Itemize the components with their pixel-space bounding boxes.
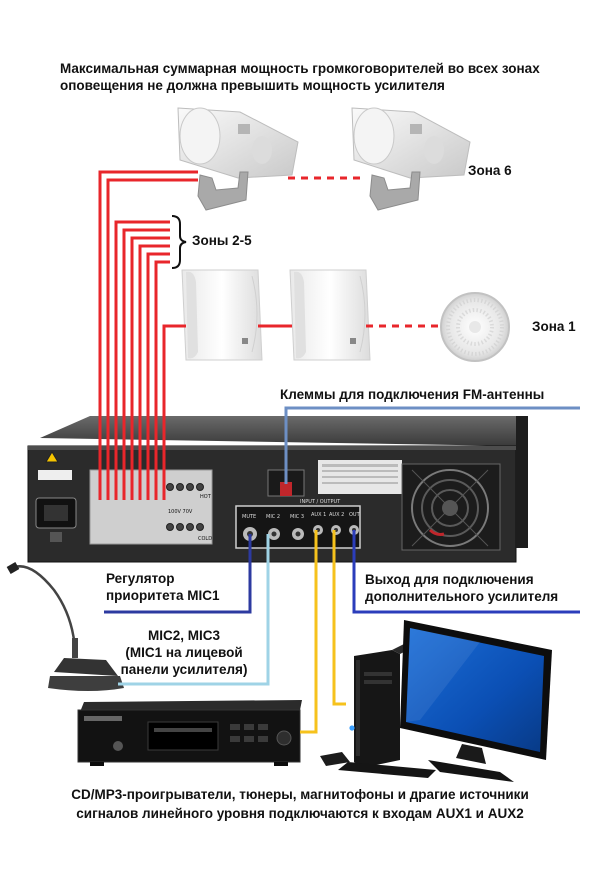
top-note: Максимальная суммарная мощность громкого…: [60, 60, 560, 94]
aux2-wire: [332, 530, 346, 706]
out-wire: [352, 530, 580, 614]
bottom-note: CD/MP3-проигрыватели, тюнеры, магнитофон…: [20, 785, 580, 823]
ceiling-speaker: [440, 292, 510, 362]
label-mute: MUTE: [242, 514, 256, 520]
priority-line2: приоритета MIC1: [106, 588, 220, 603]
mic23-line1: MIC2, MIC3: [147, 628, 220, 643]
mic-wire: [118, 534, 270, 686]
bottom-note-line2: сигналов линейного уровня подключаются к…: [76, 806, 524, 821]
label-input-output: INPUT / OUTPUT: [300, 499, 341, 505]
priority-line1: Регулятор: [106, 571, 175, 586]
label-aux2: AUX 2: [329, 512, 344, 518]
aux1-wire: [300, 530, 318, 734]
label-out: OUT: [349, 512, 361, 518]
amplifier-rear-panel: [27, 416, 528, 563]
horn-speaker-right: [351, 107, 471, 211]
extout-line1: Выход для подключения: [365, 572, 534, 587]
top-note-line2: оповещения не должна превышить мощность …: [60, 78, 445, 93]
mic2-mic3-label: MIC2, MIC3 (MIC1 на лицевой панели усили…: [104, 627, 264, 678]
mic23-line3: панели усилителя): [120, 662, 248, 677]
mic1-priority-label: Регулятор приоритета MIC1: [106, 570, 266, 604]
top-note-line1: Максимальная суммарная мощность громкого…: [60, 61, 540, 76]
fm-antenna-wire: [284, 406, 580, 484]
fm-antenna-label: Клеммы для подключения FM-антенны: [280, 387, 545, 402]
zone6-label: Зона 6: [468, 163, 512, 178]
computer-tower: [349, 644, 408, 768]
speaker-wires: [98, 170, 440, 500]
zones-2-5-label: Зоны 2-5: [192, 233, 252, 248]
extout-line2: дополнительного усилителя: [365, 589, 559, 604]
bottom-note-line1: CD/MP3-проигрыватели, тюнеры, магнитофон…: [71, 787, 529, 802]
label-cold: COLD: [198, 536, 212, 542]
mic23-line2: (MIC1 на лицевой: [125, 645, 243, 660]
priority-wire: [104, 534, 252, 614]
wall-speaker-2: [289, 269, 371, 361]
wall-speaker-1: [181, 269, 263, 361]
label-100v: 100V 70V: [168, 509, 193, 515]
label-mic3: MIC 3: [290, 514, 304, 520]
cd-player: [77, 700, 302, 766]
horn-speaker-left: [177, 107, 299, 211]
label-aux1: AUX 1: [311, 512, 326, 518]
zones-brace: [171, 215, 187, 269]
zone1-label: Зона 1: [532, 319, 576, 334]
monitor: [320, 620, 552, 782]
external-output-label: Выход для подключения дополнительного ус…: [365, 571, 595, 605]
label-mic2: MIC 2: [266, 514, 280, 520]
label-hot: HOT: [200, 494, 212, 500]
desk-microphone: [6, 562, 124, 691]
